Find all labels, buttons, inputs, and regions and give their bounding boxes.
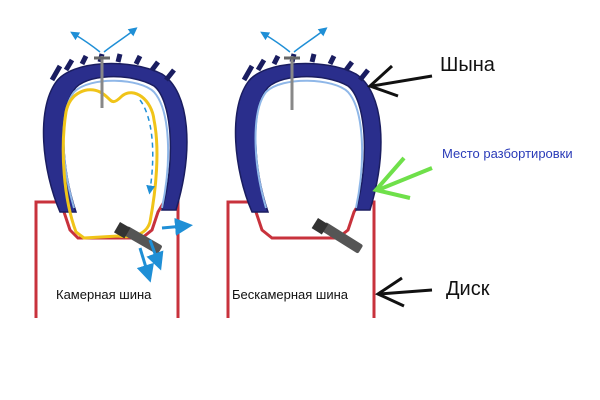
- rim-callout-label: Диск: [446, 278, 490, 300]
- air-leak-top-right: [293, 27, 328, 53]
- air-leak-top-left: [70, 31, 101, 53]
- air-flow-inside: [139, 99, 156, 195]
- air-leak-top-left: [260, 31, 291, 53]
- callout-arrows: [367, 64, 433, 308]
- air-leak-valve-2: [161, 217, 193, 236]
- tube-tire-casing: [42, 62, 188, 213]
- tubeless-tire-liner: [254, 79, 364, 209]
- valve-icon: [311, 217, 363, 254]
- tire-callout-label: Шына: [440, 54, 495, 76]
- green-pointer-head: [372, 156, 411, 200]
- tube-tire-caption: Камерная шина: [56, 287, 152, 302]
- bead-seat-callout-label: Место разбортировки: [442, 146, 573, 161]
- tubeless-tire-casing: [234, 62, 382, 213]
- tubeless-tire-caption: Бескамерная шина: [232, 287, 349, 302]
- inner-tube: [61, 88, 159, 240]
- tube-tire-assembly: [34, 27, 193, 318]
- arrow-left-icon: [367, 64, 399, 98]
- arrow-left-icon: [379, 288, 433, 296]
- green-pointer-arrow: [377, 166, 433, 192]
- tubeless-tire-assembly: [226, 27, 382, 318]
- air-leak-top-right: [103, 27, 138, 53]
- air-leak-valve-1: [146, 239, 164, 271]
- arrow-left-icon: [374, 276, 405, 308]
- arrow-left-icon: [371, 74, 433, 88]
- nail-icon: [94, 56, 110, 108]
- air-leak-valve-3: [136, 247, 154, 283]
- nail-icon: [284, 56, 300, 110]
